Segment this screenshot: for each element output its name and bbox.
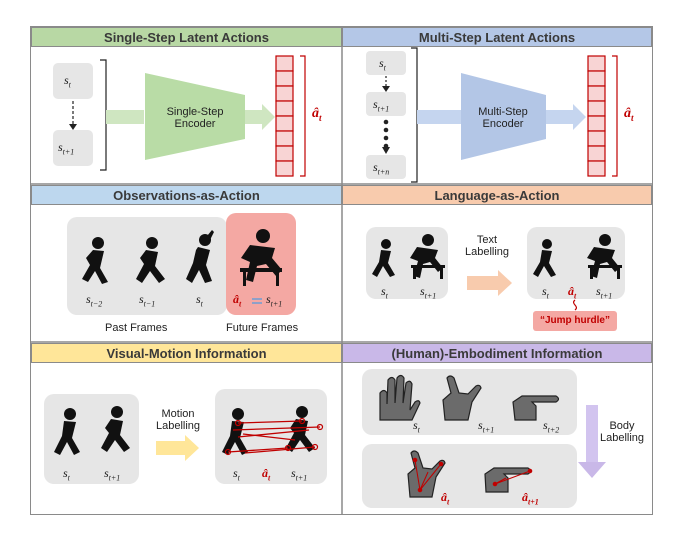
hand-label-st2: st+2 [543, 418, 560, 435]
lang-right-st: st [542, 284, 549, 301]
body-arrow-head [578, 462, 606, 478]
frame-label-t-2: st−2 [86, 292, 103, 309]
observations-header: Observations-as-Action [31, 185, 342, 205]
output-arrow-head [262, 104, 275, 130]
runner-icons-lang [372, 234, 622, 279]
state-label-mt: st [379, 56, 386, 73]
visual-motion-header: Visual-Motion Information [31, 343, 342, 363]
body-labelling-label: Body Labelling [600, 420, 645, 444]
text-labelling-label: Text Labelling [464, 234, 510, 258]
latent-action-label-single: ât [312, 106, 322, 123]
state-label-st1: st+1 [58, 140, 75, 157]
text-label-arrow-body [467, 276, 499, 290]
future-state-label: st+1 [266, 292, 283, 309]
state-label-st: st [64, 73, 71, 90]
state-box-mt [366, 51, 406, 75]
language-header: Language-as-Action [342, 185, 652, 205]
state-label-mt1: st+1 [373, 97, 390, 114]
output-arrow-body-multi [546, 110, 574, 124]
latent-vector-single [275, 55, 294, 177]
latent-vector-multi [587, 55, 606, 177]
language-title: Language-as-Action [434, 187, 560, 203]
frame-label-t: st [196, 292, 203, 309]
latent-action-label-multi: ât [624, 106, 634, 123]
motion-arrow-head [185, 435, 199, 461]
output-arrow-head-multi [573, 104, 586, 130]
bracket-red-single [300, 55, 306, 177]
motion-left-box [44, 394, 139, 484]
multi-step-header: Multi-Step Latent Actions [342, 27, 652, 47]
frame-label-t-1: st−1 [139, 292, 156, 309]
motion-right-at: ât [262, 466, 271, 483]
multi-step-encoder-shape [461, 73, 546, 160]
hand-label-st1: st+1 [478, 418, 495, 435]
embodiment-title: (Human)-Embodiment Information [391, 345, 603, 361]
observations-title: Observations-as-Action [113, 187, 260, 203]
dashed-arrow-head [69, 124, 77, 130]
single-step-header: Single-Step Latent Actions [31, 27, 342, 47]
hands-bottom-box [362, 444, 577, 508]
multi-step-encoder-label: Multi-Step Encoder [478, 106, 528, 130]
hand-action-at: ât [441, 490, 450, 507]
single-step-title: Single-Step Latent Actions [104, 29, 269, 45]
motion-right-st1: st+1 [291, 466, 308, 483]
visual-motion-title: Visual-Motion Information [106, 345, 267, 361]
motion-left-st: st [63, 466, 70, 483]
motion-labelling-label: Motion Labelling [155, 408, 201, 432]
lang-right-st1: st+1 [596, 284, 613, 301]
input-arrow-body [106, 110, 144, 124]
motion-vectors [227, 420, 321, 454]
lang-left-st1: st+1 [420, 284, 437, 301]
state-box-st1 [53, 130, 93, 166]
state-box-st [53, 63, 93, 99]
embodiment-header: (Human)-Embodiment Information [342, 343, 652, 363]
hand-skeleton [412, 457, 533, 493]
lang-right-at: ât [568, 284, 577, 301]
state-box-mt1 [366, 92, 406, 116]
motion-right-st: st [233, 466, 240, 483]
past-frames-caption: Past Frames [105, 322, 168, 334]
bracket-left-multi [411, 47, 418, 183]
single-step-encoder-label: Single-Step Encoder [166, 106, 224, 130]
body-arrow-body [586, 405, 598, 463]
future-frames-caption: Future Frames [226, 322, 299, 334]
text-label-arrow-head [498, 270, 512, 296]
multi-step-title: Multi-Step Latent Actions [418, 29, 576, 45]
bracket-red-multi [612, 55, 618, 177]
jump-hurdle-caption: “Jump hurdle” [539, 315, 610, 326]
caption-box [533, 311, 617, 331]
motion-left-st1: st+1 [104, 466, 121, 483]
bracket-left [100, 59, 107, 171]
equals-sign [252, 298, 262, 304]
motion-points [224, 417, 324, 456]
caption-squiggle [572, 299, 578, 311]
runner-icons-obs [82, 229, 282, 286]
future-action-label: ât [233, 292, 242, 309]
output-arrow-body [245, 110, 263, 124]
hand-action-at1: ât+1 [522, 490, 539, 507]
hand-icons [379, 374, 560, 421]
state-label-mtn: st+n [373, 160, 390, 177]
motion-arrow-body [156, 441, 186, 455]
single-step-encoder-shape [145, 73, 245, 160]
state-box-mtn [366, 155, 406, 179]
hand-label-st: st [413, 418, 420, 435]
input-arrow-body-multi [417, 110, 461, 124]
lang-left-st: st [381, 284, 388, 301]
